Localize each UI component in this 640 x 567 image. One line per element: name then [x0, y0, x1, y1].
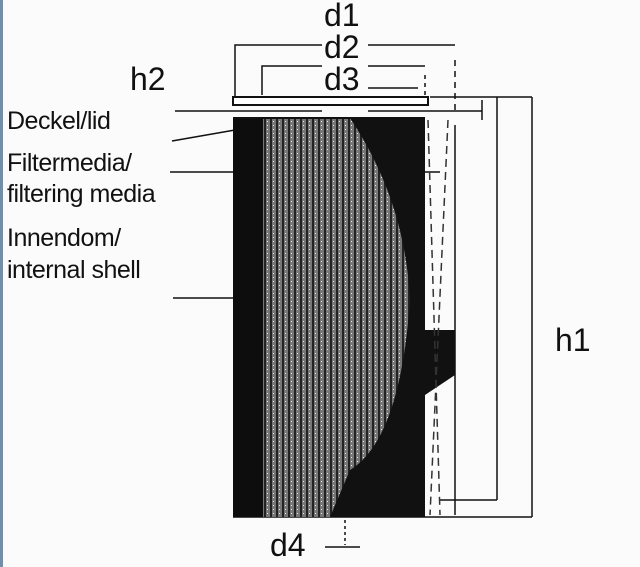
dimension-d4: d4 — [270, 527, 306, 563]
label-media-line2: filtering media — [7, 180, 156, 208]
label-shell-line2: internal shell — [7, 256, 141, 284]
lid — [232, 96, 429, 106]
dimension-d1: d1 — [324, 0, 360, 33]
filter-cylinder — [232, 96, 455, 517]
label-shell-line1: Innendom/ — [7, 224, 121, 252]
dimension-d3: d3 — [324, 61, 360, 97]
dimension-h1: h1 — [555, 322, 591, 358]
label-lid: Deckel/lid — [7, 107, 111, 135]
label-media-line1: Filtermedia/ — [7, 149, 132, 177]
dimension-d2: d2 — [324, 29, 360, 65]
dimension-h2: h2 — [130, 61, 166, 97]
